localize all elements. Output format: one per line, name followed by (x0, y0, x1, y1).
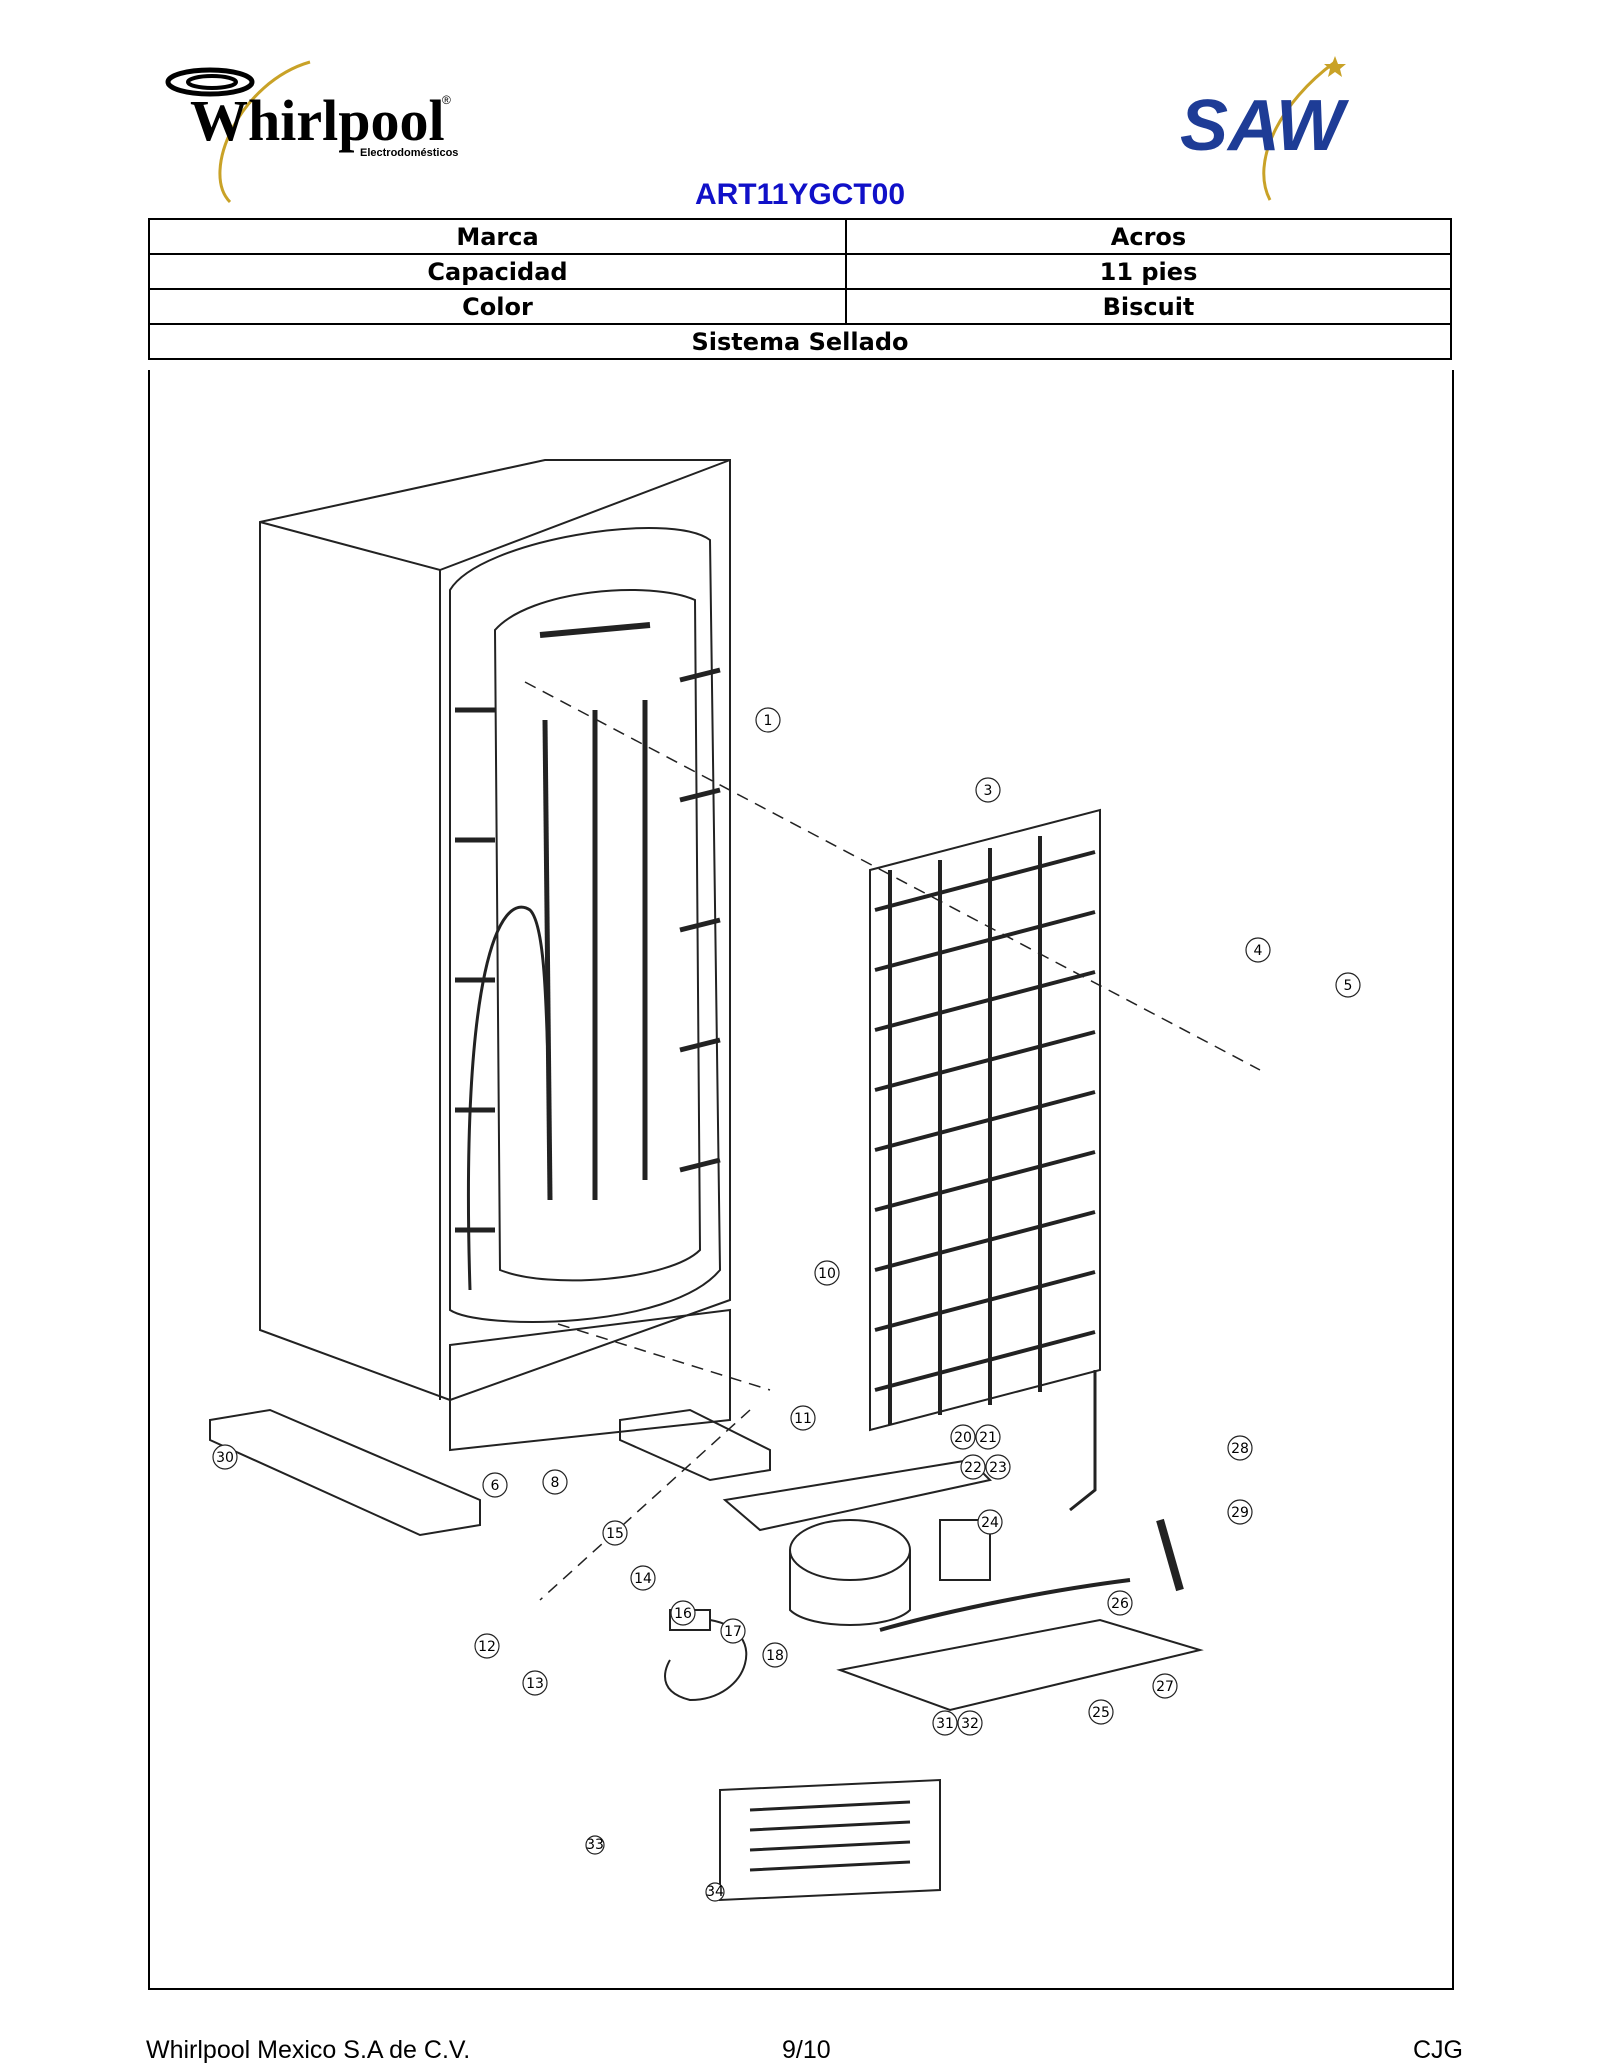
svg-text:16: 16 (674, 1606, 692, 1622)
svg-text:14: 14 (634, 1571, 652, 1587)
svg-text:17: 17 (724, 1624, 742, 1640)
callout-27: 27 (1152, 1673, 1178, 1699)
callout-8: 8 (542, 1469, 568, 1495)
svg-text:SAW: SAW (1180, 86, 1350, 166)
model-number: ART11YGCT00 (694, 178, 906, 211)
svg-text:24: 24 (981, 1515, 999, 1531)
callout-12: 12 (474, 1633, 500, 1659)
svg-text:6: 6 (491, 1478, 500, 1494)
callout-31: 31 (932, 1710, 958, 1736)
callout-32: 32 (957, 1710, 983, 1736)
section-title: Sistema Sellado (148, 323, 1452, 360)
callout-6: 6 (482, 1472, 508, 1498)
svg-text:13: 13 (526, 1676, 544, 1692)
callout-33: 33 (585, 1835, 605, 1855)
callout-16: 16 (670, 1600, 696, 1626)
svg-text:18: 18 (766, 1648, 784, 1664)
callout-17: 17 (720, 1618, 746, 1644)
spec-label: Capacidad (148, 253, 847, 290)
svg-text:4: 4 (1254, 943, 1263, 959)
callout-14: 14 (630, 1565, 656, 1591)
callout-22: 22 (960, 1454, 986, 1480)
svg-text:8: 8 (551, 1475, 560, 1491)
callout-28: 28 (1227, 1435, 1253, 1461)
rear-grille (719, 1778, 941, 1902)
callout-10: 10 (814, 1260, 840, 1286)
svg-text:5: 5 (1344, 978, 1353, 994)
sealed-system-exploded-diagram: 1 3 4 5 6 8 10 11 12 13 14 15 16 17 18 2… (209, 459, 1361, 1902)
svg-text:31: 31 (936, 1716, 954, 1732)
callout-15: 15 (602, 1520, 628, 1546)
svg-text:3: 3 (984, 783, 993, 799)
callout-11: 11 (790, 1405, 816, 1431)
svg-text:32: 32 (961, 1716, 979, 1732)
svg-text:Whirlpool: Whirlpool (190, 88, 445, 153)
callout-25: 25 (1088, 1699, 1114, 1725)
svg-text:10: 10 (818, 1266, 836, 1282)
svg-text:29: 29 (1231, 1505, 1249, 1521)
svg-text:33: 33 (586, 1837, 604, 1853)
svg-text:11: 11 (794, 1411, 812, 1427)
svg-text:26: 26 (1111, 1596, 1129, 1612)
whirlpool-logo: Whirlpool ® Electrodomésticos (165, 60, 458, 204)
callout-13: 13 (522, 1670, 548, 1696)
spec-row-brand: Marca Acros (148, 218, 1452, 255)
svg-text:27: 27 (1156, 1679, 1174, 1695)
callout-3: 3 (975, 777, 1001, 803)
svg-text:20: 20 (954, 1430, 972, 1446)
svg-text:28: 28 (1231, 1441, 1249, 1457)
spec-label: Marca (148, 218, 847, 255)
spec-value: 11 pies (845, 253, 1452, 290)
footer-company: Whirlpool Mexico S.A de C.V. (146, 2036, 471, 2064)
spec-table: Marca Acros Capacidad 11 pies Color Bisc… (148, 218, 1452, 360)
svg-text:22: 22 (964, 1460, 982, 1476)
callout-26: 26 (1107, 1590, 1133, 1616)
callout-29: 29 (1227, 1499, 1253, 1525)
relay (939, 1519, 991, 1581)
filter-drier (1156, 1518, 1184, 1592)
spec-label: Color (148, 288, 847, 325)
cabinet-outline (259, 459, 731, 1402)
spec-row-capacity: Capacidad 11 pies (148, 253, 1452, 290)
spec-value: Acros (845, 218, 1452, 255)
svg-text:12: 12 (478, 1639, 496, 1655)
saw-logo: SAW (1180, 56, 1350, 201)
footer-initials: CJG (1413, 2036, 1463, 2064)
callout-23: 23 (985, 1454, 1011, 1480)
callout-18: 18 (762, 1642, 788, 1668)
callout-34: 34 (705, 1882, 725, 1902)
base-plate (836, 1618, 1204, 1712)
condenser-coil (869, 808, 1101, 1512)
spec-value: Biscuit (845, 288, 1452, 325)
svg-text:21: 21 (979, 1430, 997, 1446)
footer-page-number: 9/10 (782, 2036, 831, 2064)
callout-4: 4 (1245, 937, 1271, 963)
spec-row-color: Color Biscuit (148, 288, 1452, 325)
section-title-row: Sistema Sellado (148, 323, 1452, 360)
svg-text:15: 15 (606, 1526, 624, 1542)
svg-text:34: 34 (706, 1884, 724, 1900)
callout-24: 24 (977, 1509, 1003, 1535)
svg-text:23: 23 (989, 1460, 1007, 1476)
callout-5: 5 (1335, 972, 1361, 998)
svg-text:Electrodomésticos: Electrodomésticos (360, 147, 458, 159)
svg-text:1: 1 (764, 713, 773, 729)
compressor-tray (722, 1458, 993, 1532)
base-skid (209, 1408, 481, 1537)
callout-21: 21 (975, 1424, 1001, 1450)
compressor (789, 1519, 911, 1581)
svg-text:30: 30 (216, 1450, 234, 1466)
callout-1: 1 (755, 707, 781, 733)
svg-text:25: 25 (1092, 1705, 1110, 1721)
callout-30: 30 (212, 1444, 238, 1470)
callout-20: 20 (950, 1424, 976, 1450)
svg-text:®: ® (442, 93, 451, 107)
exploded-diagram-frame: 1 3 4 5 6 8 10 11 12 13 14 15 16 17 18 2… (148, 370, 1454, 1990)
